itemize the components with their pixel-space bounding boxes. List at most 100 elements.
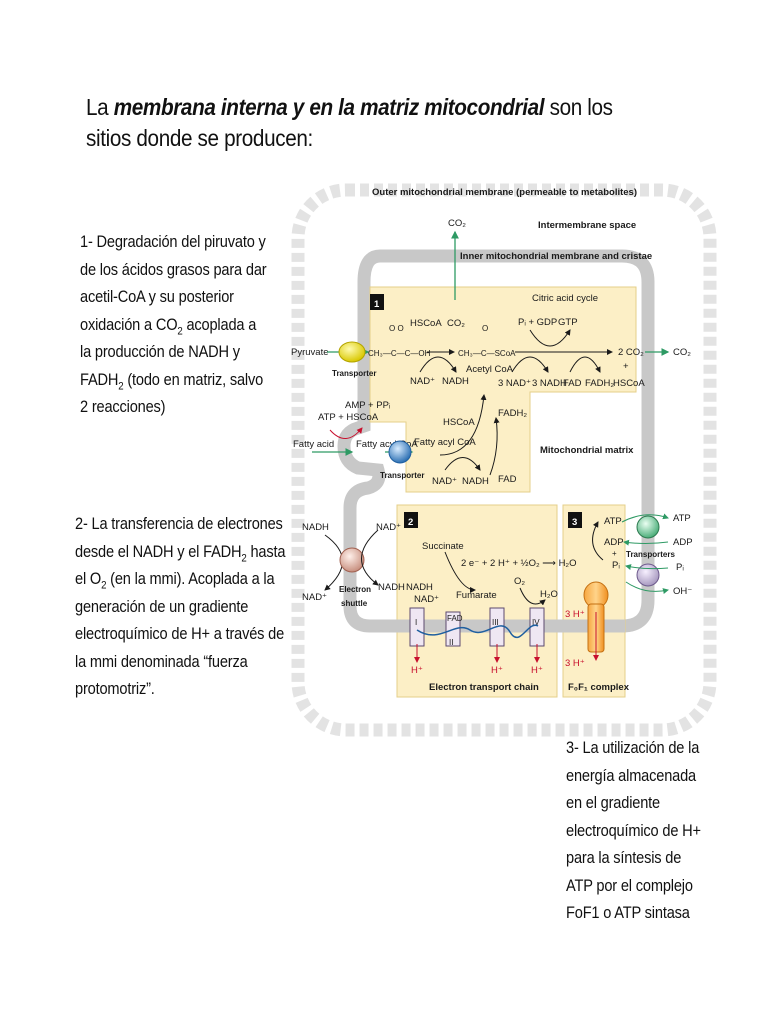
fad-curve-2 [489,417,500,476]
pyruvate-o-marks: O O [389,324,404,333]
acetyl-o-mark: O [482,324,488,333]
h2o-label: H₂O [540,589,558,600]
box-2 [396,504,558,698]
pi-synth-label: Pᵢ [612,560,620,571]
nad-1-label: NAD⁺ [410,376,435,387]
pi-gdp-label: Pᵢ + GDP [518,317,557,328]
reaction-label: 2 e⁻ + 2 H⁺ + ½O₂ ⟶ H₂O [461,558,577,569]
nad-curve-2 [511,356,549,373]
h-plus-3-label: H⁺ [531,665,543,676]
hscoa-3-label: HSCoA [443,417,475,428]
nad-inner-label: NAD⁺ [376,522,401,533]
pyruvate-label: Pyruvate [291,347,329,358]
oh-export-curve [625,581,669,594]
matrix-label: Mitochondrial matrix [540,445,634,456]
complex-iii-label: III [492,618,499,627]
atp-synth-label: ATP [604,516,622,527]
electron-shuttle-label-line1: Electron [339,585,371,594]
intermembrane-space-label: Intermembrane space [538,220,636,231]
pi-import-curve [625,564,669,570]
nad-curve-1 [419,356,457,373]
three-nad-label: 3 NAD⁺ [498,378,531,389]
fad-2-label: FAD [498,474,517,485]
fatty-acyl-coa-inner-label: Fatty acyl CoA [414,437,476,448]
fadh2-1-label: FADH₂ [585,378,614,389]
nadh-inner-label: NADH [378,582,405,593]
electron-shuttle-shape [339,547,365,573]
amp-ppi-label: AMP + PPᵢ [345,400,391,411]
box-2-number: 2 [408,517,413,528]
transporters-label: Transporters [626,550,675,559]
fatty-acyl-coa-outer-label: Fatty acyl CoA [356,439,418,450]
fumarate-label: Fumarate [456,590,497,601]
etc-label: Electron transport chain [429,682,539,693]
acetyl-coa-label: Acetyl CoA [466,364,514,375]
fatty-acid-transporter-label: Transporter [380,471,424,480]
complex-iv-label: IV [532,618,540,627]
shuttle-curve-inner [361,529,379,586]
inner-membrane-label: Inner mitochondrial membrane and cristae [460,251,652,262]
phosphate-transporter-shape [636,563,660,587]
complex-i-label: I [415,618,417,627]
succinate-curve [444,551,476,593]
note-pyruvate-fatty-acid-oxidation: 1- Degradación del piruvato y de los áci… [80,232,267,416]
o2-curve [519,587,546,606]
nadh-etc-label: NADH [406,582,433,593]
co2-out-label: CO₂ [673,347,691,358]
acetyl-formula: CH₃—C—SCoA [458,349,516,358]
nad-etc-label: NAD⁺ [414,594,439,605]
citric-acid-cycle-label: Citric acid cycle [532,293,598,304]
nadh-outer-label: NADH [302,522,329,533]
atp-export-curve [621,513,669,523]
outer-membrane [291,183,717,737]
acyl-activation-curve [329,427,363,439]
box-1-number-badge [370,294,384,310]
o2-label: O₂ [514,576,525,587]
h-plus-1-label: H⁺ [411,665,423,676]
pi-out-label: Pᵢ [676,562,684,573]
page-title: La membrana interna y en la matriz mitoc… [86,94,613,151]
fatty-acid-label: Fatty acid [293,439,334,450]
atp-hscoa-label: ATP + HSCoA [318,412,379,423]
pyruvate-formula: CH₃—C—C—OH [368,349,431,358]
two-co2-label: 2 CO₂ [618,347,644,358]
nadh-1-label: NADH [442,376,469,387]
plus-synth-label: + [612,549,617,558]
box-3-number: 3 [572,517,577,528]
complex-iv [529,607,545,647]
pyruvate-transporter-label: Transporter [332,369,376,378]
f0f1-label: F₀F₁ complex [568,682,630,693]
box-1-number: 1 [374,299,380,310]
succinate-label: Succinate [422,541,464,552]
adp-synth-label: ADP [604,537,624,548]
co2-2-label: CO₂ [447,318,465,329]
gtp-label: GTP [558,317,578,328]
h-plus-2-label: H⁺ [491,665,503,676]
oh-out-label: OH⁻ [673,586,692,597]
plus-label: + [623,361,629,372]
beta-oxidation-arrow [439,394,487,456]
atp-out-label: ATP [673,513,691,524]
complex-ii-label: II [449,638,453,647]
electron-shuttle-label-line2: shuttle [341,599,368,608]
inner-membrane [337,249,655,633]
note-atp-synthase: 3- La utilización de la energía almacena… [566,738,701,922]
fad-etc-label: FAD [447,614,463,623]
note-electron-transfer: 2- La transferencia de electrones desde … [75,514,286,698]
box-2-number-badge [404,512,418,528]
adp-import-curve [623,539,669,546]
outer-membrane-label: Outer mitochondrial membrane (permeable … [372,187,637,198]
three-nadh-label: 3 NADH [532,378,567,389]
hscoa-1-label: HSCoA [410,318,442,329]
atp-adp-transporter-shape [636,515,660,539]
box-3-number-badge [568,512,582,528]
pyruvate-transporter-shape [338,341,366,363]
electron-flow-line [416,624,539,639]
hscoa-2-label: HSCoA [613,378,645,389]
atp-synthesis-curve [592,521,604,561]
three-h-bottom-label: 3 H⁺ [565,658,585,669]
box-1 [369,286,637,493]
adp-out-label: ADP [673,537,693,548]
co2-top-label: CO₂ [448,218,466,229]
